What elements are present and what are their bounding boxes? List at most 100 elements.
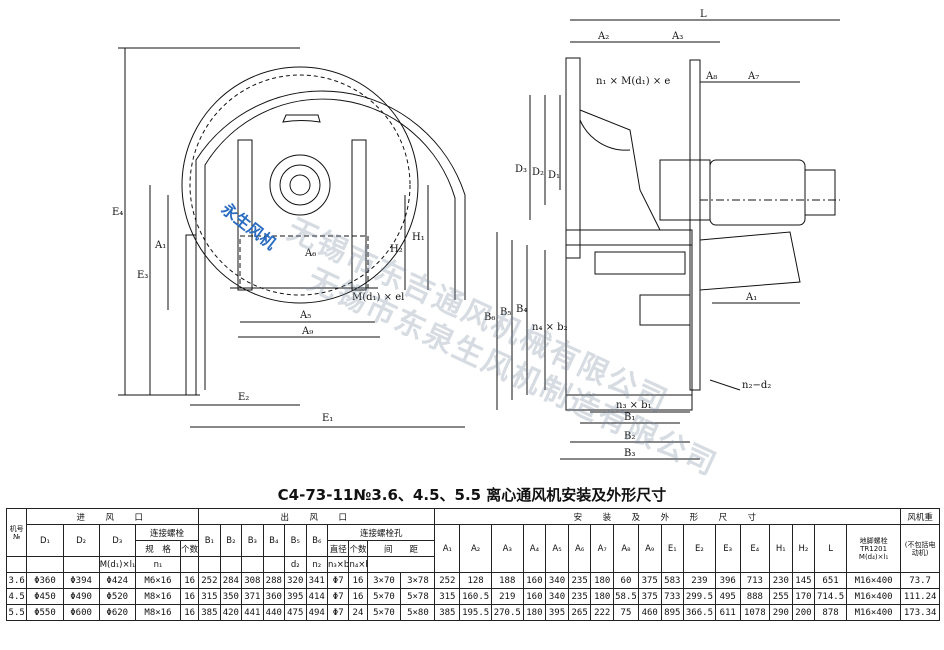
table-cell: 239 bbox=[683, 572, 716, 589]
col-H2: H₂ bbox=[791, 524, 816, 573]
col-E4: E₄ bbox=[739, 524, 771, 573]
table-cell: 16 bbox=[180, 604, 200, 621]
table-cell: 5×70 bbox=[366, 588, 402, 605]
table-cell: 414 bbox=[305, 588, 328, 605]
table-cell: 4.5 bbox=[5, 588, 28, 605]
table-cell: 315 bbox=[198, 588, 221, 605]
label-B3: B₃ bbox=[624, 448, 635, 459]
table-cell: Φ360 bbox=[26, 572, 64, 589]
table-cell: Φ550 bbox=[26, 604, 64, 621]
table-cell: 611 bbox=[714, 604, 741, 621]
table-cell: 235 bbox=[567, 572, 592, 589]
table-cell: 128 bbox=[459, 572, 492, 589]
label-E4: E₄ bbox=[112, 207, 123, 218]
label-E1: E₁ bbox=[322, 413, 333, 424]
table-cell: M16×400 bbox=[845, 588, 902, 605]
label-bolt-top: n₁ × M(d₁) × e bbox=[596, 76, 670, 87]
table-cell: 385 bbox=[198, 604, 221, 621]
table-cell: 60 bbox=[613, 572, 639, 589]
table-cell: 284 bbox=[219, 572, 243, 589]
table-cell: Φ424 bbox=[98, 572, 136, 589]
table-cell: 420 bbox=[219, 604, 243, 621]
col-E3: E₃ bbox=[714, 524, 741, 573]
table-cell: 252 bbox=[434, 572, 461, 589]
table-cell: 878 bbox=[814, 604, 847, 621]
label-E2: E₂ bbox=[238, 392, 249, 403]
header-install: 安 装 及 外 形 尺 寸 bbox=[434, 508, 902, 525]
support-bracket-left bbox=[237, 139, 253, 291]
col-E2: E₂ bbox=[683, 524, 716, 573]
table-cell: 350 bbox=[219, 588, 243, 605]
hub-circle bbox=[269, 154, 331, 216]
col-pitch: 间 距 bbox=[366, 540, 436, 557]
col-spec: 规 格 bbox=[134, 540, 182, 557]
col-D3: D₃ bbox=[98, 524, 136, 557]
sub-n1: n₁ bbox=[134, 556, 182, 573]
table-cell: Φ7 bbox=[326, 572, 350, 589]
table-cell: 160 bbox=[522, 588, 547, 605]
label-B2: B₂ bbox=[624, 431, 635, 442]
col-B2: B₂ bbox=[219, 524, 243, 557]
table-cell: 24 bbox=[348, 604, 368, 621]
table-cell: 308 bbox=[241, 572, 264, 589]
col-A4: A₄ bbox=[522, 524, 547, 573]
table-cell: 366.5 bbox=[683, 604, 716, 621]
table-cell: 173.34 bbox=[900, 604, 940, 621]
table-cell: 340 bbox=[545, 588, 569, 605]
table-cell: 371 bbox=[241, 588, 264, 605]
table-cell: 170 bbox=[791, 588, 816, 605]
label-A9: A₉ bbox=[301, 326, 313, 337]
table-cell: 5×70 bbox=[366, 604, 402, 621]
label-B1: B₁ bbox=[624, 412, 635, 423]
label-A6: A₆ bbox=[304, 248, 316, 259]
table-cell: 3×70 bbox=[366, 572, 402, 589]
table-cell: 16 bbox=[180, 588, 200, 605]
col-E1: E₁ bbox=[660, 524, 685, 573]
col-A2: A₂ bbox=[459, 524, 492, 573]
table-cell: 73.7 bbox=[900, 572, 940, 589]
volute-housing bbox=[195, 90, 466, 395]
table-cell: 160.5 bbox=[459, 588, 492, 605]
table-cell: 235 bbox=[567, 588, 592, 605]
label-H2: H₂ bbox=[390, 244, 403, 255]
label-A7: A₇ bbox=[747, 71, 759, 82]
table-cell: 1078 bbox=[739, 604, 771, 621]
col-B3: B₃ bbox=[241, 524, 264, 557]
table-cell: 714.5 bbox=[814, 588, 847, 605]
header-inlet-bolt: 连接螺栓 bbox=[134, 524, 200, 541]
label-n4b2: n₄ × b₂ bbox=[532, 322, 568, 333]
table-cell: 396 bbox=[714, 572, 741, 589]
motor-body bbox=[709, 159, 806, 226]
table-cell: M8×16 bbox=[134, 604, 182, 621]
col-B5: B₅ bbox=[284, 524, 307, 557]
table-cell: 5×78 bbox=[400, 588, 436, 605]
col-L: L bbox=[814, 524, 847, 573]
table-cell: 75 bbox=[613, 604, 639, 621]
table-cell: Φ520 bbox=[98, 588, 136, 605]
header-inlet: 进 风 口 bbox=[26, 508, 200, 525]
table-cell: 460 bbox=[637, 604, 662, 621]
col-A5: A₅ bbox=[545, 524, 569, 573]
col-A3: A₃ bbox=[490, 524, 524, 573]
table-cell: 265 bbox=[567, 604, 592, 621]
col-A9: A₉ bbox=[637, 524, 662, 573]
label-D3: D₃ bbox=[515, 164, 527, 175]
table-cell: 145 bbox=[791, 572, 816, 589]
table-cell: 5×80 bbox=[400, 604, 436, 621]
table-cell: 160 bbox=[522, 572, 547, 589]
col-B6: B₆ bbox=[305, 524, 328, 557]
table-cell: 713 bbox=[739, 572, 771, 589]
table-cell: Φ450 bbox=[26, 588, 64, 605]
col-A8: A₈ bbox=[613, 524, 639, 573]
header-outlet-hole: 连接螺栓孔 bbox=[326, 524, 436, 541]
table-cell: 270.5 bbox=[490, 604, 524, 621]
table-cell: 180 bbox=[590, 572, 615, 589]
sub-n3b1: n₃×b₁ bbox=[326, 556, 350, 573]
label-A5: A₅ bbox=[299, 310, 311, 321]
table-cell: 360 bbox=[262, 588, 286, 605]
table-cell: 5.5 bbox=[5, 604, 28, 621]
table-cell: 733 bbox=[660, 588, 685, 605]
sub-n4b2: n₄×b₂ bbox=[348, 556, 368, 573]
